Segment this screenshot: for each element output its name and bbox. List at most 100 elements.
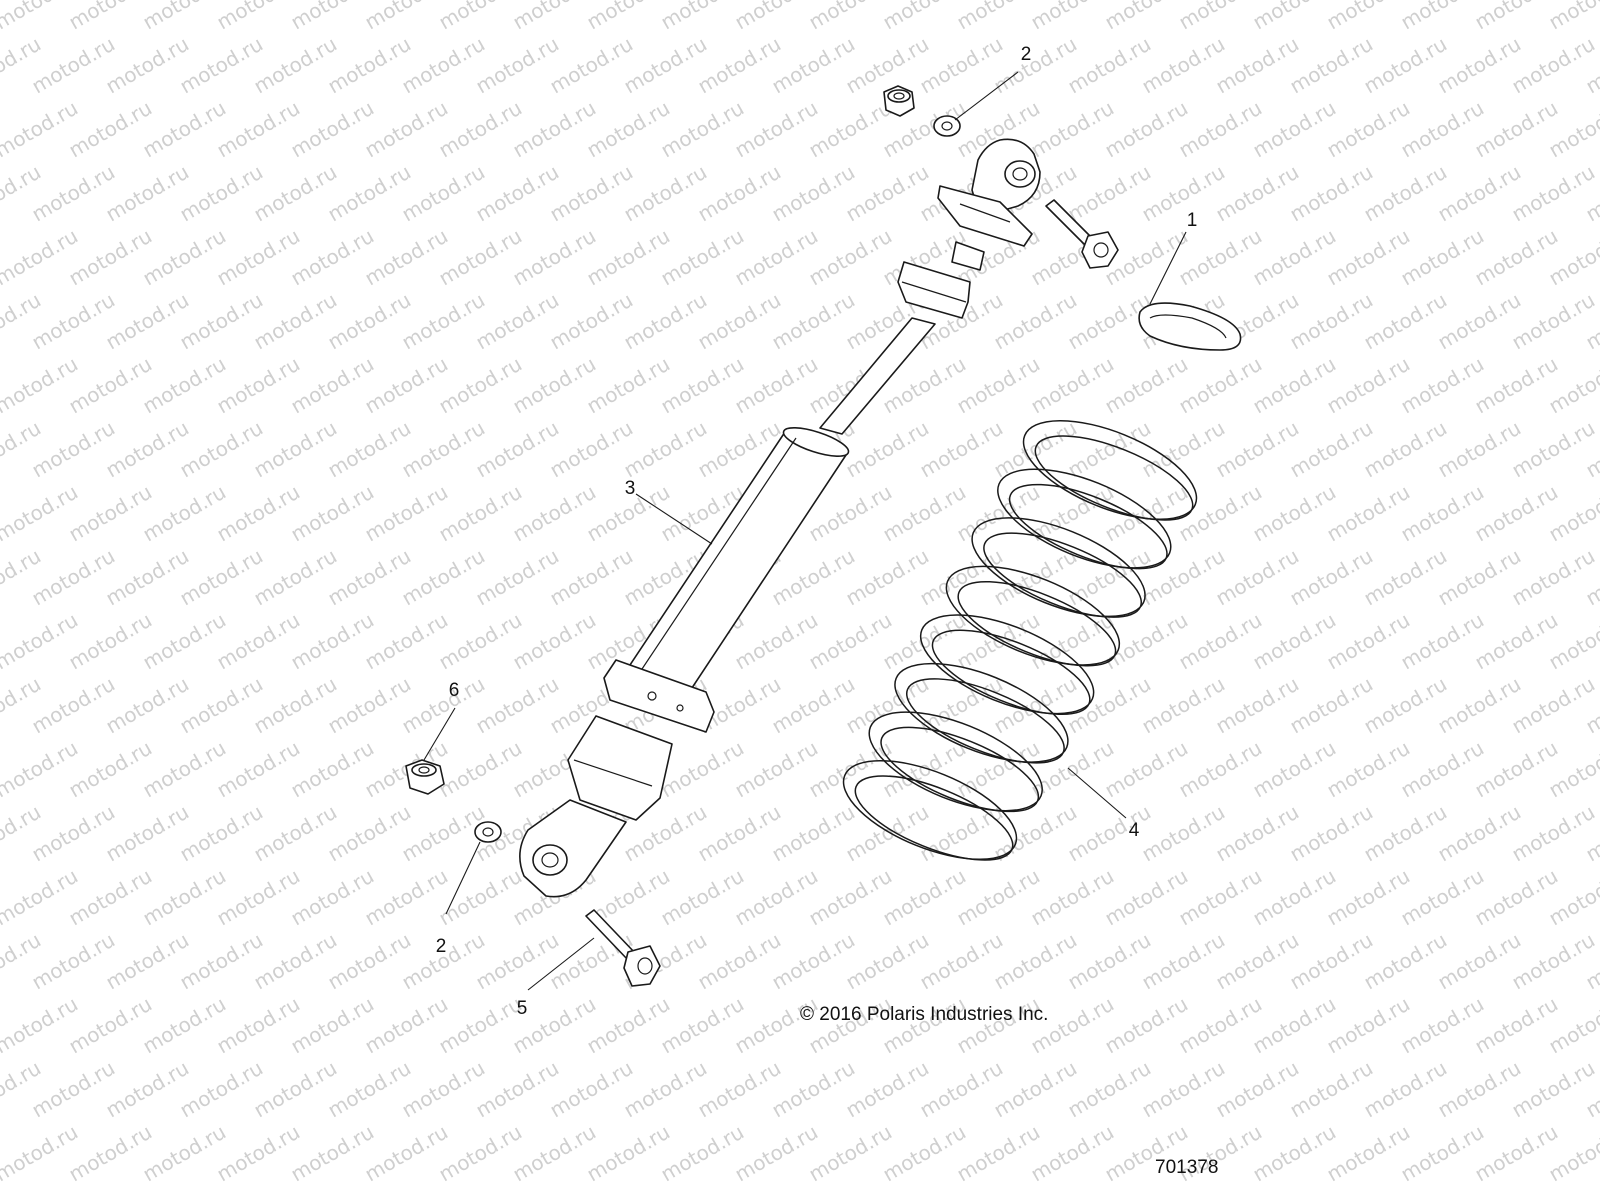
watermark-text: motod.ru [361,480,452,547]
watermark-text: motod.ru [213,224,304,291]
watermark-text: motod.ru [1138,32,1229,99]
watermark-text: motod.ru [102,288,193,355]
watermark-text: motod.ru [435,992,526,1059]
watermark-text: motod.ru [398,32,489,99]
watermark-text: motod.ru [1138,800,1229,867]
watermark-text: motod.ru [1434,1056,1525,1123]
watermark-text: motod.ru [1212,672,1303,739]
watermark-text: motod.ru [657,352,748,419]
watermark-text: motod.ru [398,160,489,227]
watermark-text: motod.ru [805,1120,896,1187]
watermark-text: motod.ru [509,96,600,163]
watermark-text: motod.ru [102,672,193,739]
watermark-text: motod.ru [435,224,526,291]
watermark-text: motod.ru [953,864,1044,931]
watermark-text: motod.ru [990,288,1081,355]
watermark-text: motod.ru [916,928,1007,995]
watermark-text: motod.ru [1360,928,1451,995]
watermark-text: motod.ru [1138,544,1229,611]
watermark-text: motod.ru [546,416,637,483]
watermark-text: motod.ru [1508,672,1599,739]
watermark-text: motod.ru [1471,224,1562,291]
watermark-text: motod.ru [65,864,156,931]
watermark-text: motod.ru [1286,160,1377,227]
watermark-text: motod.ru [361,352,452,419]
spring-coil-inner [880,726,1040,813]
watermark-text: motod.ru [1249,736,1340,803]
watermark-text: motod.ru [398,544,489,611]
watermark-text: motod.ru [28,1056,119,1123]
watermark-text: motod.ru [1434,288,1525,355]
watermark-text: motod.ru [1249,96,1340,163]
washer-lower [474,821,502,843]
spring-coil [919,614,1095,715]
watermark-text: motod.ru [1175,352,1266,419]
watermark-text: motod.ru [694,288,785,355]
watermark-text: motod.ru [176,800,267,867]
watermark-text: motod.ru [139,224,230,291]
spring-coil [945,565,1121,666]
watermark-text: motod.ru [287,608,378,675]
watermark-text: motod.ru [1397,352,1488,419]
watermark-text: motod.ru [620,32,711,99]
watermark-text: motod.ru [953,352,1044,419]
watermark-text: motod.ru [1212,160,1303,227]
watermark-text: motod.ru [1064,800,1155,867]
watermark-text: motod.ru [287,480,378,547]
watermark-text: motod.ru [1471,480,1562,547]
watermark-text: motod.ru [1249,608,1340,675]
watermark-text: motod.ru [768,672,859,739]
watermark-text: motod.ru [324,160,415,227]
watermark-text: motod.ru [879,864,970,931]
watermark-text: motod.ru [176,416,267,483]
watermark-text: motod.ru [213,480,304,547]
watermark-text: motod.ru [768,1056,859,1123]
watermark-text: motod.ru [324,1056,415,1123]
watermark-text: motod.ru [879,1120,970,1187]
watermark-text: motod.ru [139,864,230,931]
watermark-text: motod.ru [620,288,711,355]
watermark-text: motod.ru [1360,800,1451,867]
watermark-text: motod.ru [546,1056,637,1123]
watermark-text: motod.ru [916,1056,1007,1123]
shock-absorber [519,138,1041,898]
watermark-text: motod.ru [65,736,156,803]
watermark-text: motod.ru [102,160,193,227]
watermark-text: motod.ru [731,864,822,931]
washer-top [933,115,961,137]
watermark-text: motod.ru [1175,992,1266,1059]
watermark-text: motod.ru [1212,416,1303,483]
watermark-text: motod.ru [28,544,119,611]
watermark-text: motod.ru [287,992,378,1059]
watermark-text: motod.ru [1323,96,1414,163]
watermark-text: motod.ru [1212,800,1303,867]
watermark-text: motod.ru [509,352,600,419]
watermark-text: motod.ru [768,800,859,867]
callout-2-top: 2 [1021,44,1032,65]
leader-2-top [954,71,1019,121]
watermark-text: motod.ru [472,672,563,739]
watermark-text: motod.ru [213,352,304,419]
watermark-text: motod.ru [398,288,489,355]
spring-coil-inner [854,775,1014,861]
watermark-text: motod.ru [1286,544,1377,611]
document-number: 701378 [1155,1157,1219,1178]
watermark-text: motod.ru [28,160,119,227]
watermark-text: motod.ru [250,544,341,611]
watermark-text: motod.ru [1138,160,1229,227]
watermark-text: motod.ru [435,352,526,419]
watermark-text: motod.ru [731,736,822,803]
watermark-text: motod.ru [842,800,933,867]
watermark-text: motod.ru [731,96,822,163]
watermark-text: motod.ru [916,416,1007,483]
leader-6 [423,707,456,761]
callout-5: 5 [517,998,528,1019]
watermark-text: motod.ru [990,544,1081,611]
watermark-text: motod.ru [1249,1120,1340,1187]
watermark-text: motod.ru [176,160,267,227]
watermark-text: motod.ru [398,416,489,483]
spring-coil-inner [931,629,1091,716]
watermark-text: motod.ru [1434,800,1525,867]
watermark-text: motod.ru [1323,736,1414,803]
watermark-text: motod.ru [694,160,785,227]
